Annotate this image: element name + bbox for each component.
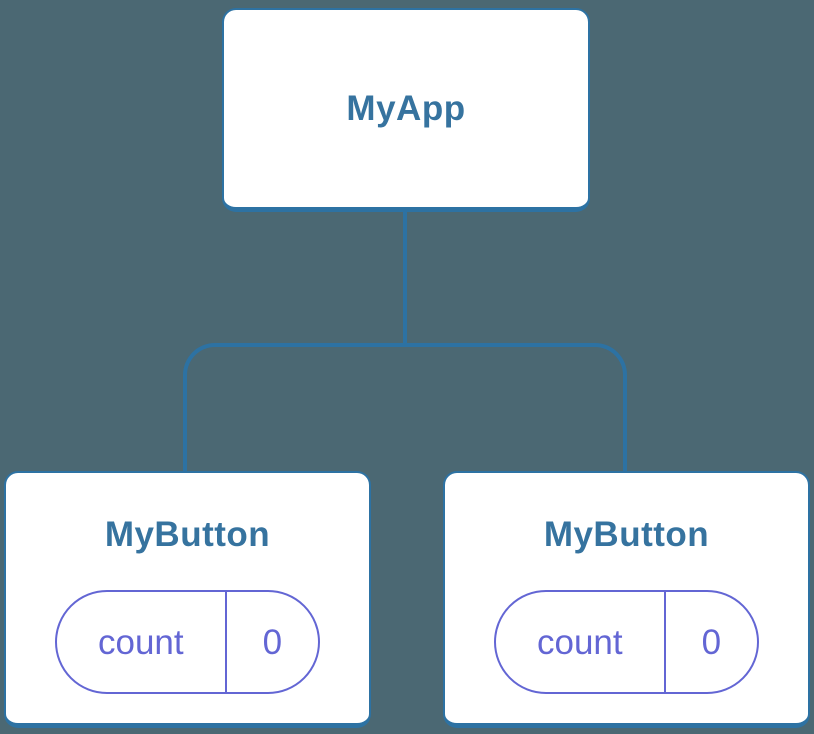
node-label-myapp: MyApp xyxy=(346,88,466,128)
component-node-myapp: MyApp xyxy=(222,8,590,212)
node-label-mybutton-1: MyButton xyxy=(104,515,271,554)
state-key-cell-2: count xyxy=(496,592,666,692)
state-value-cell-1: 0 xyxy=(227,592,318,692)
state-pill-2: count 0 xyxy=(494,590,759,694)
state-key-cell-1: count xyxy=(57,592,227,692)
state-value-label-1: 0 xyxy=(262,622,283,662)
state-value-cell-2: 0 xyxy=(666,592,757,692)
state-pill-1: count 0 xyxy=(55,590,320,694)
component-node-mybutton-2: MyButton count 0 xyxy=(443,471,810,728)
state-key-label-2: count xyxy=(537,622,623,662)
node-label-mybutton-2: MyButton xyxy=(543,515,710,554)
state-value-label-2: 0 xyxy=(701,622,722,662)
tree-connector-branches xyxy=(183,343,627,471)
state-key-label-1: count xyxy=(98,622,184,662)
tree-connector-stem xyxy=(403,209,407,347)
component-node-mybutton-1: MyButton count 0 xyxy=(4,471,371,728)
